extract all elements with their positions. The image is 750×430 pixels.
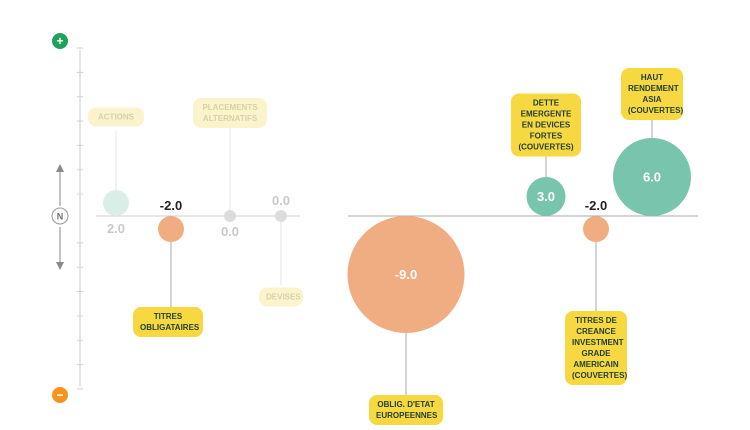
data-label: 2.0 <box>107 221 125 236</box>
data-label: -2.0 <box>585 198 607 213</box>
neutral-symbol: N <box>57 212 64 222</box>
down-arrow-icon <box>56 262 64 270</box>
bubble <box>158 216 184 242</box>
neutral-icon <box>51 207 69 225</box>
minus-symbol: − <box>56 388 63 402</box>
category-label: ACTIONS <box>88 107 144 127</box>
category-label: HAUT RENDEMENT ASIA (COUVERTES) <box>621 68 683 120</box>
data-label: 6.0 <box>643 170 661 185</box>
bubble <box>275 210 287 222</box>
up-arrow-icon <box>56 164 64 172</box>
category-label: TITRES DE CREANCE INVESTMENT GRADE AMERI… <box>565 311 627 385</box>
data-label: -9.0 <box>395 267 417 282</box>
category-label: TITRES OBLIGATAIRES <box>133 307 203 337</box>
data-label: 0.0 <box>272 193 290 208</box>
category-label: PLACEMENTS ALTERNATIFS <box>193 98 267 128</box>
category-label: DETTE EMERGENTE EN DEVICES FORTES (COUVE… <box>511 93 581 157</box>
category-label: DEVISES <box>259 287 303 307</box>
bubble <box>583 216 609 242</box>
bubble <box>613 138 691 216</box>
plus-icon <box>52 33 68 49</box>
minus-icon <box>52 387 68 403</box>
bubble <box>347 216 465 333</box>
bubble <box>224 210 236 222</box>
bubble <box>103 190 129 216</box>
data-label: 0.0 <box>221 224 239 239</box>
data-label: -2.0 <box>160 198 182 213</box>
plus-symbol: + <box>56 34 63 48</box>
category-label: OBLIG. D'ETAT EUROPEENNES <box>369 395 443 425</box>
data-label: 3.0 <box>537 189 555 204</box>
bubble <box>526 177 566 216</box>
